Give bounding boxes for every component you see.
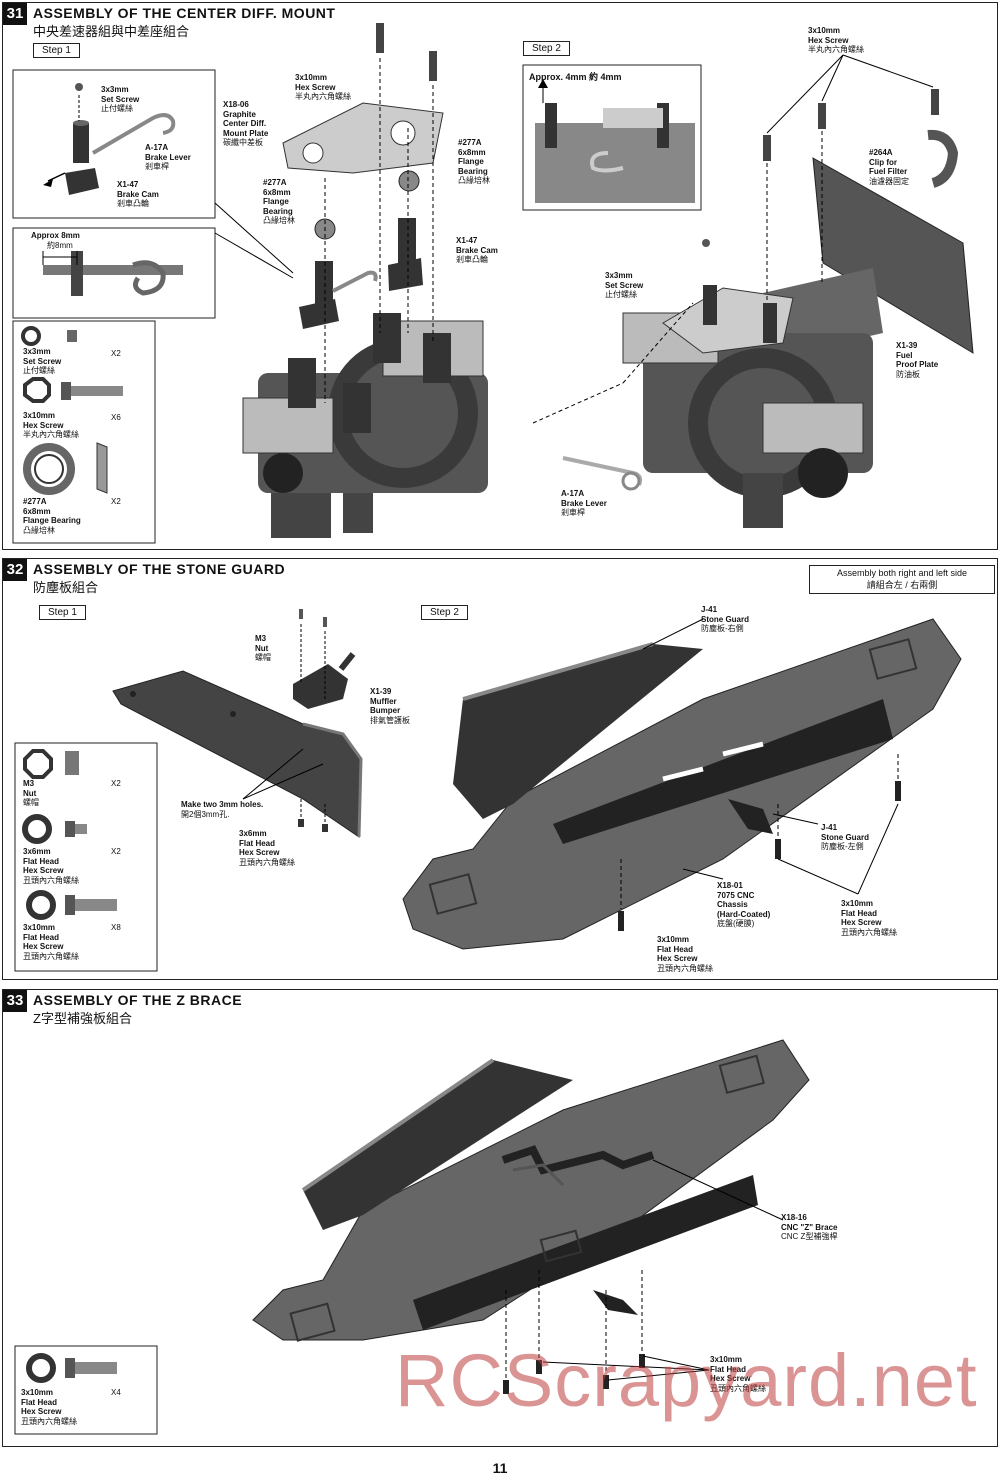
part-qty: X2 xyxy=(111,779,121,788)
label-make-holes: Make two 3mm holes.開2個3mm孔. xyxy=(181,800,264,819)
part-qty: X2 xyxy=(111,349,121,358)
part-qty: X2 xyxy=(111,847,121,856)
diagram-32 xyxy=(14,609,962,972)
part-qty: X6 xyxy=(111,413,121,422)
section-31: 31 ASSEMBLY OF THE CENTER DIFF. MOUNT 中央… xyxy=(2,2,998,550)
diagram-31 xyxy=(12,23,974,544)
center-diff-left xyxy=(214,23,488,538)
section-33: 33 ASSEMBLY OF THE Z BRACE Z字型補強板組合 xyxy=(2,989,998,1447)
step-1-label: Step 1 xyxy=(39,605,86,620)
chassis-step2 xyxy=(402,618,962,950)
step-2-label: Step 2 xyxy=(523,41,570,56)
section-number: 33 xyxy=(3,990,27,1012)
section-subtitle: Z字型補強板組合 xyxy=(33,1011,132,1026)
part-qty: X2 xyxy=(111,497,121,506)
part-qty: X4 xyxy=(111,1388,121,1397)
part-qty: X8 xyxy=(111,923,121,932)
center-diff-right xyxy=(532,54,974,528)
chassis-z-brace xyxy=(252,1039,810,1394)
section-subtitle: 中央差速器組與中差座組合 xyxy=(33,24,190,39)
section-title: ASSEMBLY OF THE CENTER DIFF. MOUNT xyxy=(33,5,336,21)
section-number: 31 xyxy=(3,3,27,25)
step-1-label: Step 1 xyxy=(33,43,80,58)
approx-4mm-label: Approx. 4mm 約 4mm xyxy=(529,72,622,82)
section-title: ASSEMBLY OF THE Z BRACE xyxy=(33,992,243,1008)
watermark: RCScrapyard.net xyxy=(395,1339,978,1422)
section-title: ASSEMBLY OF THE STONE GUARD xyxy=(33,561,286,577)
step-2-label: Step 2 xyxy=(421,605,468,620)
section-number: 32 xyxy=(3,559,27,581)
brake-cam-shaft xyxy=(73,123,89,163)
section-subtitle: 防塵板組合 xyxy=(33,580,99,595)
section-32: 32 ASSEMBLY OF THE STONE GUARD 防塵板組合 xyxy=(2,558,998,980)
page-number: 11 xyxy=(492,1460,508,1476)
diagram-33 xyxy=(14,1039,810,1435)
